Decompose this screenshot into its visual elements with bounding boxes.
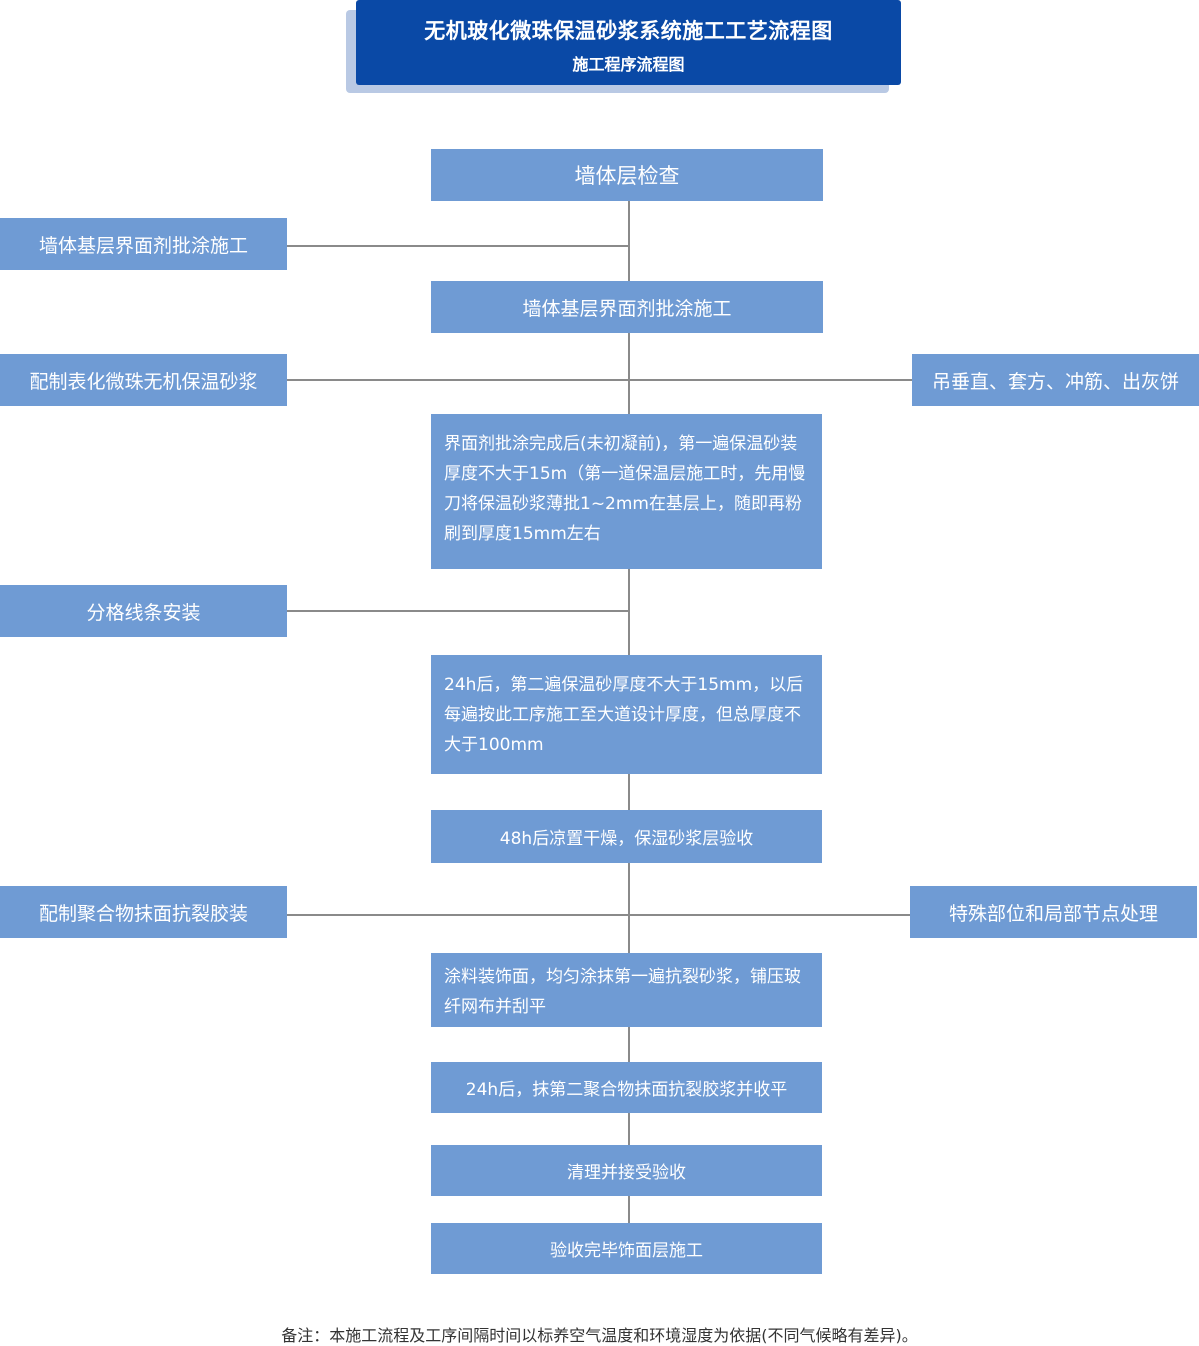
step-label: 清理并接受验收 [567,1163,686,1183]
title-banner: 无机玻化微珠保温砂浆系统施工工艺流程图 施工程序流程图 [356,0,901,85]
side-step-label: 配制聚合物抹面抗裂胶装 [38,902,248,925]
side-step-interface-agent: 墙体基层界面剂批涂施工 [0,218,287,270]
step-first-insulation-layer: 界面剂批涂完成后(未初凝前)，第一遍保温砂装厚度不大于15m（第一道保温层施工时… [431,414,822,569]
side-step-label: 墙体基层界面剂批涂施工 [38,234,248,257]
step-label: 48h后凉置干燥，保湿砂浆层验收 [499,829,754,849]
step-label: 验收完毕饰面层施工 [550,1241,703,1261]
step-interface-agent-coating: 墙体基层界面剂批涂施工 [431,281,823,333]
side-step-label: 分格线条安装 [86,601,201,624]
side-step-label: 特殊部位和局部节点处理 [948,902,1158,925]
step-first-anticrack-mortar: 涂料装饰面，均匀涂抹第一遍抗裂砂浆，铺压玻纤网布并刮平 [431,953,822,1027]
step-label: 墙体基层界面剂批涂施工 [522,297,732,320]
step-finish-layer: 验收完毕饰面层施工 [431,1223,822,1274]
branch-connector-left-3 [287,610,629,612]
branch-connector-row-4 [287,914,910,916]
step-label: 墙体层检查 [574,164,680,188]
footer-note: 备注：本施工流程及工序间隔时间以标养空气温度和环境湿度为依据(不同气候略有差异)… [281,1326,918,1345]
step-label: 界面剂批涂完成后(未初凝前)，第一遍保温砂装厚度不大于15m（第一道保温层施工时… [444,434,806,544]
step-second-insulation-layer: 24h后，第二遍保温砂厚度不大于15mm，以后每遍按此工序施工至大道设计厚度，但… [431,655,822,774]
branch-connector-left-1 [287,245,629,247]
diagram-subtitle: 施工程序流程图 [572,55,685,74]
step-wall-inspection: 墙体层检查 [431,149,823,201]
side-step-label: 配制表化微珠无机保温砂浆 [29,370,258,393]
step-second-anticrack-mortar: 24h后，抹第二聚合物抹面抗裂胶浆并收平 [431,1062,822,1113]
step-label: 涂料装饰面，均匀涂抹第一遍抗裂砂浆，铺压玻纤网布并刮平 [444,967,801,1017]
step-label: 24h后，抹第二聚合物抹面抗裂胶浆并收平 [465,1080,788,1100]
side-step-prepare-mortar: 配制表化微珠无机保温砂浆 [0,354,287,406]
side-step-special-nodes: 特殊部位和局部节点处理 [910,886,1197,938]
step-clean-and-accept: 清理并接受验收 [431,1145,822,1196]
step-drying-acceptance: 48h后凉置干燥，保湿砂浆层验收 [431,810,822,863]
branch-connector-row-2 [287,379,912,381]
side-step-prepare-polymer: 配制聚合物抹面抗裂胶装 [0,886,287,938]
diagram-title: 无机玻化微珠保温砂浆系统施工工艺流程图 [424,19,833,43]
side-step-divider-strips: 分格线条安装 [0,585,287,637]
side-step-label: 吊垂直、套方、冲筋、出灰饼 [931,370,1179,393]
side-step-plumb-and-square: 吊垂直、套方、冲筋、出灰饼 [912,354,1199,406]
step-label: 24h后，第二遍保温砂厚度不大于15mm，以后每遍按此工序施工至大道设计厚度，但… [444,675,804,755]
